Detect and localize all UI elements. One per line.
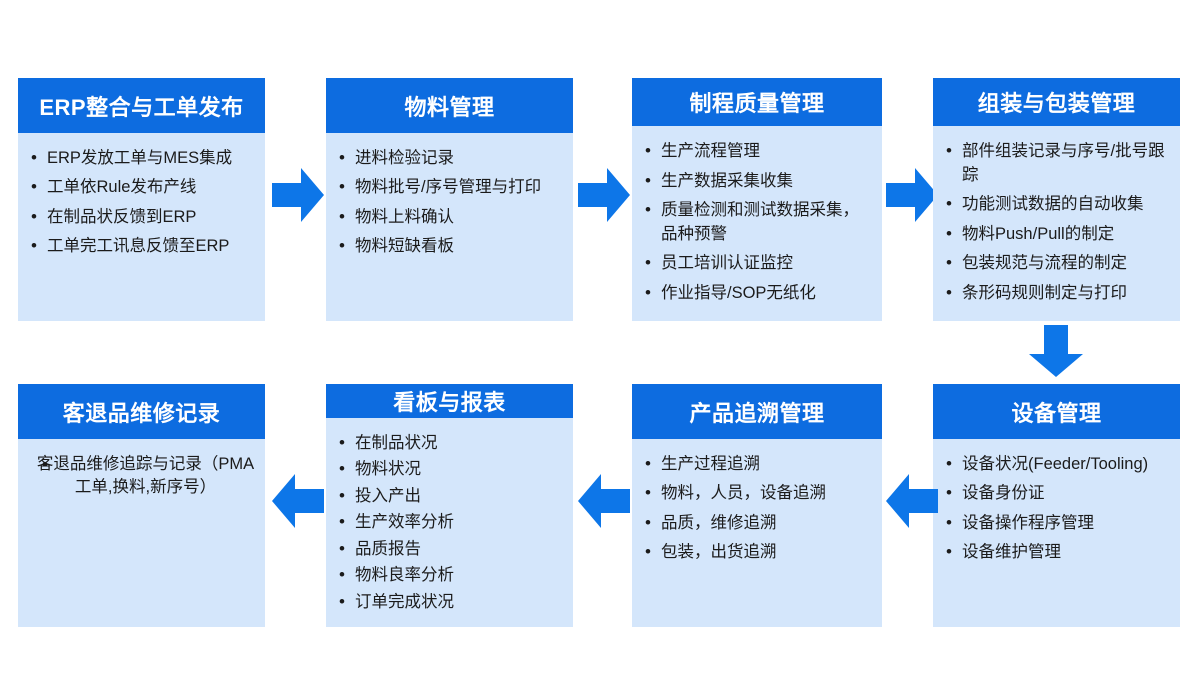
list-item: 生产过程追溯 [640, 452, 874, 477]
arrow-left-icon-traceability-to-kanban [578, 472, 630, 530]
flow-node-traceability-list: 生产过程追溯 物料，人员，设备追溯 品质，维修追溯 包装，出货追溯 [640, 452, 874, 565]
flow-node-rma-repair-list: 客退品维修追踪与记录（PMA工单,换料,新序号） [26, 453, 257, 500]
flow-node-process-quality-body: 生产流程管理 生产数据采集收集 质量检测和测试数据采集，品种预警 员工培训认证监… [632, 126, 882, 321]
flow-node-kanban-reports-body: 在制品状况 物料状况 投入产出 生产效率分析 品质报告 物料良率分析 订单完成状… [326, 418, 573, 627]
flow-node-process-quality-title: 制程质量管理 [632, 78, 882, 127]
flow-node-traceability-body: 生产过程追溯 物料，人员，设备追溯 品质，维修追溯 包装，出货追溯 [632, 439, 882, 627]
list-item: 设备身份证 [941, 481, 1172, 506]
list-item: 包装规范与流程的制定 [941, 251, 1172, 276]
flow-node-equipment-body: 设备状况(Feeder/Tooling) 设备身份证 设备操作程序管理 设备维护… [933, 439, 1180, 627]
list-item: 作业指导/SOP无纸化 [640, 281, 874, 306]
list-item: 生产数据采集收集 [640, 169, 874, 194]
flow-node-equipment-title: 设备管理 [933, 384, 1180, 439]
flow-node-rma-repair-body: 客退品维修追踪与记录（PMA工单,换料,新序号） [18, 439, 265, 627]
flow-node-erp-body: ERP发放工单与MES集成 工单依Rule发布产线 在制品状反馈到ERP 工单完… [18, 133, 265, 321]
flow-node-kanban-reports-title: 看板与报表 [326, 384, 573, 419]
flow-node-assembly-packaging-body: 部件组装记录与序号/批号跟踪 功能测试数据的自动收集 物料Push/Pull的制… [933, 126, 1180, 321]
list-item: 包装，出货追溯 [640, 540, 874, 565]
list-item: 生产效率分析 [334, 510, 565, 535]
flow-node-assembly-packaging[interactable]: 组装与包装管理 部件组装记录与序号/批号跟踪 功能测试数据的自动收集 物料Pus… [933, 78, 1180, 321]
arrow-down-icon-assembly-to-equipment [1027, 325, 1085, 377]
list-item: 品质，维修追溯 [640, 511, 874, 536]
list-item: 客退品维修追踪与记录（PMA工单,换料,新序号） [26, 453, 257, 500]
flow-node-material-body: 进料检验记录 物料批号/序号管理与打印 物料上料确认 物料短缺看板 [326, 133, 573, 321]
arrow-left-icon-kanban-to-rma [272, 472, 324, 530]
flow-node-process-quality[interactable]: 制程质量管理 生产流程管理 生产数据采集收集 质量检测和测试数据采集，品种预警 … [632, 78, 882, 321]
flow-node-process-quality-list: 生产流程管理 生产数据采集收集 质量检测和测试数据采集，品种预警 员工培训认证监… [640, 139, 874, 306]
flow-node-rma-repair[interactable]: 客退品维修记录 客退品维修追踪与记录（PMA工单,换料,新序号） [18, 384, 265, 627]
arrow-right-icon-material-to-process-quality [578, 166, 630, 224]
flow-node-erp-list: ERP发放工单与MES集成 工单依Rule发布产线 在制品状反馈到ERP 工单完… [26, 146, 257, 259]
flow-node-material-title: 物料管理 [326, 78, 573, 133]
list-item: 物料，人员，设备追溯 [640, 481, 874, 506]
flow-node-material-list: 进料检验记录 物料批号/序号管理与打印 物料上料确认 物料短缺看板 [334, 146, 565, 259]
list-item: 品质报告 [334, 537, 565, 562]
flow-node-erp[interactable]: ERP整合与工单发布 ERP发放工单与MES集成 工单依Rule发布产线 在制品… [18, 78, 265, 321]
flow-node-rma-repair-title: 客退品维修记录 [18, 384, 265, 439]
list-item: 物料良率分析 [334, 563, 565, 588]
flow-node-material[interactable]: 物料管理 进料检验记录 物料批号/序号管理与打印 物料上料确认 物料短缺看板 [326, 78, 573, 321]
flow-node-kanban-reports[interactable]: 看板与报表 在制品状况 物料状况 投入产出 生产效率分析 品质报告 物料良率分析… [326, 384, 573, 627]
list-item: 功能测试数据的自动收集 [941, 192, 1172, 217]
list-item: 条形码规则制定与打印 [941, 281, 1172, 306]
list-item: 设备状况(Feeder/Tooling) [941, 452, 1172, 477]
flow-node-equipment[interactable]: 设备管理 设备状况(Feeder/Tooling) 设备身份证 设备操作程序管理… [933, 384, 1180, 627]
flow-node-assembly-packaging-list: 部件组装记录与序号/批号跟踪 功能测试数据的自动收集 物料Push/Pull的制… [941, 139, 1172, 306]
list-item: 工单完工讯息反馈至ERP [26, 234, 257, 259]
arrow-left-icon-equipment-to-traceability [886, 472, 938, 530]
list-item: 生产流程管理 [640, 139, 874, 164]
flow-node-traceability-title: 产品追溯管理 [632, 384, 882, 439]
list-item: 订单完成状况 [334, 590, 565, 615]
list-item: 投入产出 [334, 484, 565, 509]
list-item: 工单依Rule发布产线 [26, 175, 257, 200]
flow-node-kanban-reports-list: 在制品状况 物料状况 投入产出 生产效率分析 品质报告 物料良率分析 订单完成状… [334, 431, 565, 615]
list-item: 物料状况 [334, 457, 565, 482]
flow-node-equipment-list: 设备状况(Feeder/Tooling) 设备身份证 设备操作程序管理 设备维护… [941, 452, 1172, 565]
list-item: 质量检测和测试数据采集，品种预警 [640, 198, 874, 246]
arrow-right-icon-process-quality-to-assembly [886, 166, 938, 224]
list-item: 部件组装记录与序号/批号跟踪 [941, 139, 1172, 187]
list-item: 物料短缺看板 [334, 234, 565, 259]
list-item: ERP发放工单与MES集成 [26, 146, 257, 171]
list-item: 物料批号/序号管理与打印 [334, 175, 565, 200]
list-item: 在制品状况 [334, 431, 565, 456]
list-item: 员工培训认证监控 [640, 251, 874, 276]
flow-node-erp-title: ERP整合与工单发布 [18, 78, 265, 133]
list-item: 设备操作程序管理 [941, 511, 1172, 536]
list-item: 物料Push/Pull的制定 [941, 222, 1172, 247]
list-item: 在制品状反馈到ERP [26, 205, 257, 230]
flow-node-assembly-packaging-title: 组装与包装管理 [933, 78, 1180, 127]
arrow-right-icon-erp-to-material [272, 166, 324, 224]
list-item: 进料检验记录 [334, 146, 565, 171]
list-item: 物料上料确认 [334, 205, 565, 230]
list-item: 设备维护管理 [941, 540, 1172, 565]
flow-node-traceability[interactable]: 产品追溯管理 生产过程追溯 物料，人员，设备追溯 品质，维修追溯 包装，出货追溯 [632, 384, 882, 627]
